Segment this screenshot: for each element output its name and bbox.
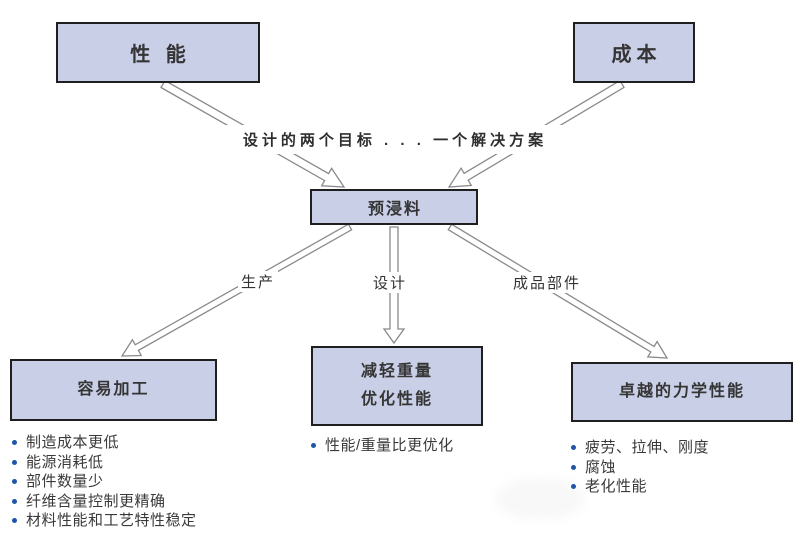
bullet-dot-icon <box>311 443 316 448</box>
bullet-item: 能源消耗低 <box>12 453 197 473</box>
box-weight-performance-label: 优化性能 <box>360 391 433 408</box>
bullet-item: 性能/重量比更优化 <box>311 436 454 456</box>
bullet-list-processing: 制造成本更低能源消耗低部件数量少纤维含量控制更精确材料性能和工艺特性稳定 <box>12 433 197 531</box>
box-weight-performance: 减轻重量优化性能 <box>311 346 483 426</box>
box-performance-label: 性 能 <box>130 44 191 66</box>
goal-sentence: 设计的两个目标 . . . 一个解决方案 <box>224 125 566 154</box>
bullet-text: 能源消耗低 <box>26 453 104 471</box>
box-weight-performance-label: 减轻重量 <box>360 363 433 380</box>
bullet-text: 纤维含量控制更精确 <box>26 492 166 510</box>
bullet-dot-icon <box>12 498 17 504</box>
bullet-item: 部件数量少 <box>12 472 197 492</box>
bullet-dot-icon <box>571 464 576 470</box>
bullet-text: 材料性能和工艺特性稳定 <box>26 512 197 529</box>
goal-sentence-suffix: 个解决方案 <box>452 132 548 149</box>
bullet-dot-icon <box>12 440 17 445</box>
bullet-text: 性能/重量比更优化 <box>325 437 454 454</box>
box-mechanical-properties-label: 卓越的力学性能 <box>618 383 745 400</box>
bullet-list-mechanical: 疲劳、拉伸、刚度腐蚀老化性能 <box>571 438 709 497</box>
bullet-item: 疲劳、拉伸、刚度 <box>571 438 709 458</box>
box-easy-processing-label: 容易加工 <box>77 381 150 398</box>
box-performance: 性 能 <box>56 22 260 83</box>
bullet-text: 制造成本更低 <box>26 434 120 451</box>
bullet-item: 制造成本更低 <box>12 433 197 453</box>
box-prepreg: 预浸料 <box>310 189 478 225</box>
box-mechanical-properties: 卓越的力学性能 <box>571 362 793 422</box>
bullet-list-weight: 性能/重量比更优化 <box>311 436 454 456</box>
branch-label-produce: 生产 <box>238 271 279 292</box>
bullet-dot-icon <box>12 459 17 465</box>
bullet-text: 腐蚀 <box>585 458 617 476</box>
box-prepreg-label: 预浸料 <box>367 201 422 218</box>
bullet-text: 老化性能 <box>585 478 648 495</box>
bullet-dot-icon <box>12 518 17 523</box>
bullet-dot-icon <box>571 445 576 450</box>
box-cost: 成本 <box>573 22 695 83</box>
goal-sentence-bold: 一 <box>433 132 453 149</box>
branch-label-design: 设计 <box>370 272 411 293</box>
box-easy-processing: 容易加工 <box>10 359 217 421</box>
branch-label-parts: 成品部件 <box>510 272 585 293</box>
bullet-item: 纤维含量控制更精确 <box>12 492 197 512</box>
bullet-text: 部件数量少 <box>26 473 104 490</box>
bullet-dot-icon <box>12 479 17 484</box>
bullet-item: 腐蚀 <box>571 458 709 478</box>
box-cost-label: 成本 <box>611 44 662 66</box>
bullet-text: 疲劳、拉伸、刚度 <box>585 439 710 456</box>
bullet-dot-icon <box>571 484 576 489</box>
arrow-prepreg-to-processing <box>120 223 353 357</box>
goal-sentence-prefix: 设计的两个目标 . . . <box>242 132 434 149</box>
watermark-smudge <box>495 478 585 520</box>
bullet-item: 材料性能和工艺特性稳定 <box>12 511 197 531</box>
bullet-item: 老化性能 <box>571 477 709 497</box>
